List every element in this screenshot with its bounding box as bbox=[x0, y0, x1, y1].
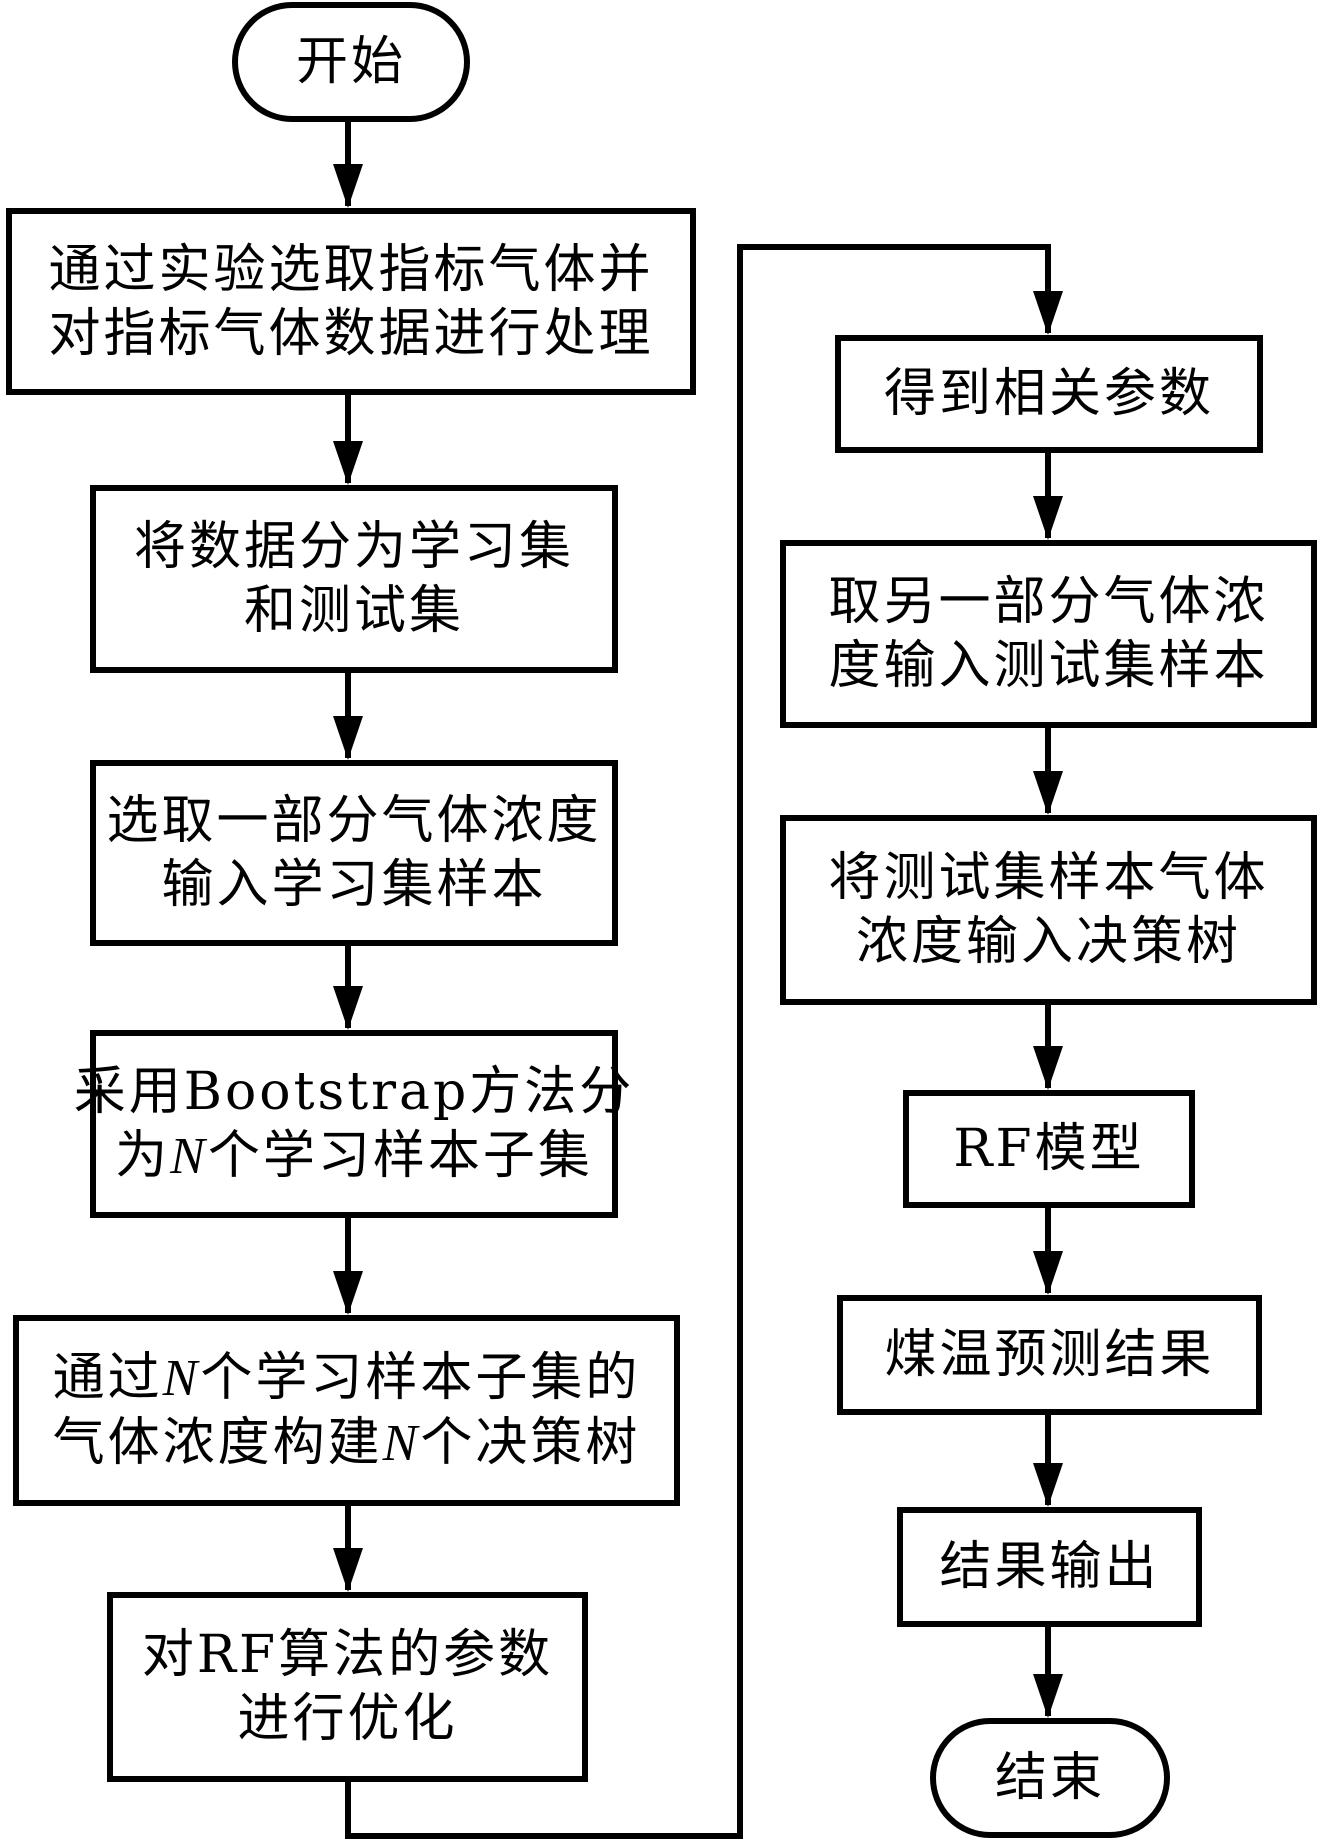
process-box-input-learning: 选取一部分气体浓度输入学习集样本 bbox=[90, 760, 618, 946]
node-label-line: 度输入测试集样本 bbox=[828, 636, 1269, 696]
node-label-line: 煤温预测结果 bbox=[884, 1325, 1215, 1385]
arrow-head-icon bbox=[1033, 496, 1063, 540]
arrow-head-icon bbox=[1033, 1046, 1063, 1090]
process-box-optimize: 对RF算法的参数进行优化 bbox=[107, 1592, 588, 1782]
node-label-line: 为N个学习样本子集 bbox=[115, 1125, 593, 1186]
terminator-end: 结束 bbox=[930, 1718, 1170, 1838]
process-box-get-params: 得到相关参数 bbox=[835, 335, 1263, 453]
node-label-line: 和测试集 bbox=[243, 581, 464, 641]
loop-connector bbox=[345, 244, 1051, 1839]
arrow-head-icon bbox=[1033, 291, 1063, 335]
node-label-line: 对指标气体数据进行处理 bbox=[48, 303, 654, 364]
node-label-line: 进行优化 bbox=[237, 1689, 458, 1749]
arrow-head-icon bbox=[1033, 771, 1063, 815]
italic-variable: N bbox=[162, 1349, 201, 1407]
arrow-head-icon bbox=[1033, 1251, 1063, 1295]
process-box-output: 结果输出 bbox=[897, 1507, 1202, 1627]
arrow-head-icon bbox=[333, 716, 363, 760]
node-label-line: 将数据分为学习集 bbox=[133, 517, 574, 577]
italic-variable: N bbox=[170, 1127, 208, 1185]
node-label-line: 取另一部分气体浓 bbox=[828, 572, 1269, 632]
terminator-start: 开始 bbox=[232, 2, 470, 122]
process-box-rf-model: RF模型 bbox=[903, 1090, 1195, 1208]
process-box-input-test: 取另一部分气体浓度输入测试集样本 bbox=[780, 540, 1317, 728]
node-label-line: 输入学习集样本 bbox=[161, 855, 547, 915]
arrow-head-icon bbox=[333, 441, 363, 485]
node-label-line: 对RF算法的参数 bbox=[141, 1625, 554, 1685]
process-box-feed-trees: 将测试集样本气体浓度输入决策树 bbox=[780, 815, 1317, 1005]
node-label-line: 结束 bbox=[994, 1748, 1105, 1808]
node-label-line: 将测试集样本气体 bbox=[828, 848, 1269, 908]
arrow-head-icon bbox=[333, 1271, 363, 1315]
node-label-line: 选取一部分气体浓度 bbox=[106, 791, 602, 851]
process-box-bootstrap: 采用Bootstrap方法分为N个学习样本子集 bbox=[74, 1030, 631, 1218]
node-label-line: 气体浓度构建N个决策树 bbox=[52, 1412, 641, 1473]
process-box-build-trees: 通过N个学习样本子集的气体浓度构建N个决策树 bbox=[13, 1315, 680, 1506]
process-box-select-gas: 通过实验选取指标气体并对指标气体数据进行处理 bbox=[6, 208, 696, 395]
arrow-head-icon bbox=[333, 986, 363, 1030]
arrow-head-icon bbox=[333, 1548, 363, 1592]
arrow-head-icon bbox=[1033, 1674, 1063, 1718]
arrow-head-icon bbox=[333, 164, 363, 208]
process-box-split-data: 将数据分为学习集和测试集 bbox=[90, 485, 618, 673]
node-label-line: 采用Bootstrap方法分 bbox=[73, 1061, 635, 1122]
italic-variable: N bbox=[382, 1414, 421, 1472]
node-label-line: 浓度输入决策树 bbox=[855, 912, 1241, 972]
arrow-head-icon bbox=[1033, 1463, 1063, 1507]
node-label-line: 结果输出 bbox=[939, 1537, 1160, 1597]
node-label-line: RF模型 bbox=[953, 1119, 1145, 1179]
node-label-line: 通过N个学习样本子集的 bbox=[52, 1347, 641, 1408]
process-box-prediction: 煤温预测结果 bbox=[837, 1295, 1262, 1415]
node-label-line: 通过实验选取指标气体并 bbox=[48, 239, 654, 300]
node-label-line: 开始 bbox=[295, 32, 406, 92]
node-label-line: 得到相关参数 bbox=[883, 364, 1214, 424]
